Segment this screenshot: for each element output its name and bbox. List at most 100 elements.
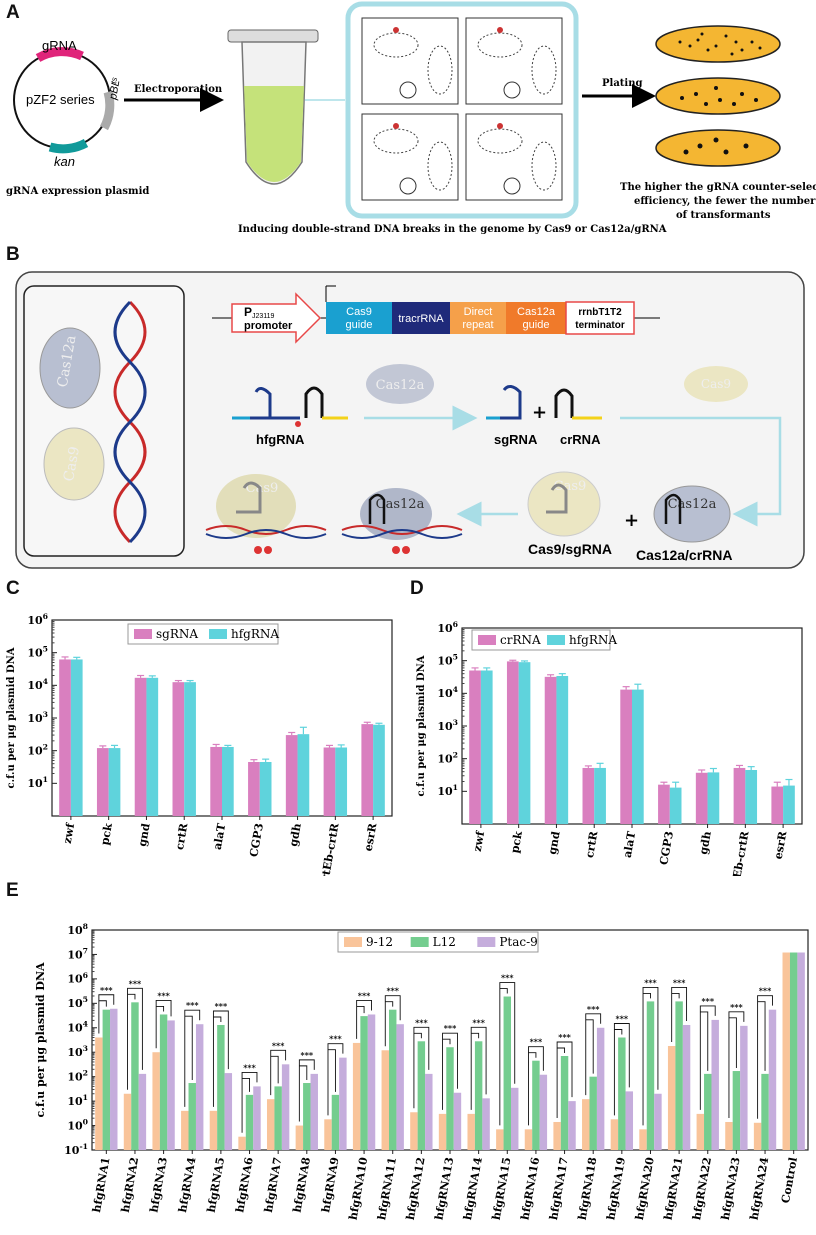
y-axis-label: c.f.u per μg plasmid DNA	[416, 655, 427, 796]
bar	[771, 786, 784, 824]
x-tick-label: hfgRNA13	[432, 1156, 456, 1221]
x-tick-label: hfgRNA23	[719, 1156, 743, 1221]
bar	[669, 787, 682, 824]
significance-label: ***	[215, 1001, 228, 1011]
legend-label: Ptac-9	[499, 935, 537, 949]
bar	[352, 1042, 361, 1150]
x-tick-label: hfgRNA6	[233, 1156, 256, 1214]
legend-label: hfgRNA	[231, 627, 279, 641]
bar	[704, 1073, 712, 1150]
significance-bracket-inner	[442, 1038, 451, 1045]
y-tick-label: 106	[67, 971, 88, 986]
bar	[582, 1099, 590, 1150]
sgrna-structure	[486, 385, 522, 420]
significance-bracket-inner	[213, 1016, 222, 1022]
y-tick-label: 103	[437, 718, 458, 733]
bar	[618, 1037, 626, 1150]
significance-bracket-inner	[242, 1077, 250, 1092]
significance-label: ***	[129, 978, 142, 988]
x-tick-label: gnd	[136, 822, 153, 848]
bar	[131, 1002, 139, 1150]
crrna-label: crRNA	[560, 432, 601, 447]
significance-label: ***	[558, 1032, 571, 1042]
bar	[753, 1122, 762, 1150]
significance-bracket-inner	[299, 1065, 308, 1081]
bar	[667, 1045, 676, 1150]
y-axis-label: c.f.u per μg plasmid DNA	[6, 647, 17, 788]
x-tick-label: hfgRNA1	[90, 1156, 112, 1213]
legend-swatch	[209, 629, 227, 639]
significance-label: ***	[100, 985, 113, 995]
cell-zoom-box	[345, 1, 579, 219]
bar	[568, 1101, 576, 1150]
petri-plates	[655, 25, 781, 167]
cas9-protein-label: Cas9	[61, 445, 83, 482]
bar	[217, 1024, 225, 1150]
significance-label: ***	[386, 986, 399, 996]
x-tick-label: hfgRNA14	[461, 1156, 485, 1221]
x-tick-label: gnd	[546, 830, 563, 856]
significance-label: ***	[759, 986, 772, 996]
significance-bracket-inner	[671, 992, 680, 999]
cas12a-cleavage-label: Cas12a	[376, 497, 425, 512]
significance-bracket	[356, 1000, 372, 1039]
bar	[745, 769, 758, 824]
y-tick-label: 105	[67, 995, 88, 1010]
bar	[733, 767, 746, 824]
y-tick-label: 104	[27, 677, 48, 692]
y-tick-label: 102	[67, 1069, 88, 1084]
significance-bracket-inner	[413, 1032, 422, 1039]
bar	[95, 1037, 103, 1150]
x-tick-label: hfgRNA5	[205, 1156, 227, 1213]
promoter-p: P	[244, 305, 252, 319]
plate-caption-line3: of transformants	[676, 210, 771, 221]
x-tick-label: esrR	[362, 821, 380, 852]
y-axis-label: c.f.u per μg plasmid DNA	[34, 962, 47, 1118]
significance-label: ***	[644, 977, 657, 987]
bar	[797, 952, 805, 1150]
panel-label-c: C	[6, 578, 20, 599]
significance-bracket	[699, 1005, 716, 1110]
significance-bracket-inner	[270, 1055, 279, 1084]
legend-label: 9-12	[366, 935, 393, 949]
hfgrna-structure	[232, 386, 348, 427]
significance-bracket	[728, 1011, 745, 1118]
significance-bracket	[270, 1049, 287, 1096]
x-tick-label: hfgRNA19	[604, 1156, 628, 1221]
significance-bracket-inner	[156, 1006, 165, 1012]
significance-bracket	[613, 1023, 630, 1116]
x-tick-label: hfgRNA18	[576, 1156, 600, 1221]
significance-label: ***	[501, 973, 514, 983]
bar	[373, 724, 385, 816]
x-tick-label: pck	[508, 830, 525, 854]
bar	[438, 1113, 447, 1150]
legend-box	[127, 623, 279, 645]
bar	[639, 1129, 647, 1150]
bar	[625, 1091, 634, 1150]
bar	[339, 1057, 347, 1150]
significance-bracket-inner	[98, 1000, 107, 1007]
bar	[335, 747, 348, 816]
significance-bracket	[212, 1010, 229, 1107]
bar	[658, 784, 670, 824]
bar	[553, 1121, 561, 1150]
bar	[274, 1086, 282, 1150]
x-tick-label: hfgRNA16	[518, 1156, 542, 1221]
bar	[783, 785, 795, 824]
x-tick-label: zwf	[471, 829, 488, 853]
legend-box	[471, 629, 611, 651]
bar	[367, 1014, 376, 1150]
x-tick-label: CGP3	[657, 830, 676, 866]
significance-bracket	[671, 986, 688, 1042]
significance-bracket	[413, 1026, 430, 1109]
x-tick-label: Control	[779, 1156, 800, 1204]
bar	[469, 670, 481, 824]
bar	[682, 1024, 691, 1150]
bar	[425, 1073, 433, 1150]
significance-label: ***	[730, 1002, 743, 1012]
bar	[646, 1001, 655, 1150]
cas9-sgrna-label: Cas9/sgRNA	[528, 541, 612, 557]
significance-bracket	[499, 982, 516, 1126]
cas9-guide-line2: guide	[346, 319, 373, 331]
cas9-complex-inner: Cas9	[554, 479, 587, 494]
